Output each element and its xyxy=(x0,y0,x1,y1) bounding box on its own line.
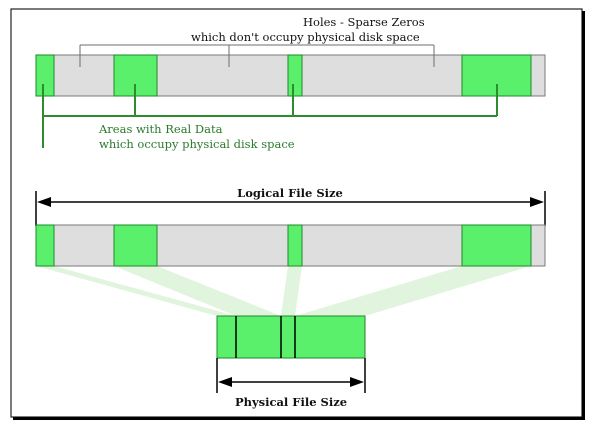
data-label-line1: Areas with Real Data xyxy=(98,122,223,136)
physical-block-2 xyxy=(235,315,282,359)
middle-file-bar xyxy=(35,224,546,267)
logical-arrowhead-right xyxy=(530,197,544,207)
logical-size-dimension xyxy=(35,191,546,226)
frame-shadow-bottom xyxy=(13,417,585,420)
physical-arrowhead-right xyxy=(350,377,364,387)
middle-data-block-3 xyxy=(287,224,303,267)
top-data-block-3 xyxy=(287,54,303,97)
physical-block-3 xyxy=(280,315,296,359)
logical-arrowhead-left xyxy=(37,197,51,207)
physical-size-dimension xyxy=(216,358,366,393)
frame-shadow-right xyxy=(582,11,585,420)
middle-data-block-4 xyxy=(461,224,532,267)
physical-block-1 xyxy=(216,315,237,359)
physical-block-4 xyxy=(294,315,366,359)
holes-label-line1: Holes - Sparse Zeros xyxy=(303,15,425,29)
holes-label-line2: which don't occupy physical disk space xyxy=(191,30,420,44)
data-bracket xyxy=(42,84,498,148)
middle-data-block-1 xyxy=(35,224,55,267)
logical-size-label: Logical File Size xyxy=(237,186,343,200)
physical-size-label: Physical File Size xyxy=(235,395,347,409)
physical-arrowhead-left xyxy=(218,377,232,387)
physical-file-bar xyxy=(216,315,366,359)
holes-bracket xyxy=(79,44,435,67)
middle-data-block-2 xyxy=(113,224,158,267)
top-file-bar xyxy=(35,54,546,97)
data-label-line2: which occupy physical disk space xyxy=(99,137,295,151)
projection-fans xyxy=(36,266,531,316)
top-data-block-1 xyxy=(35,54,55,97)
